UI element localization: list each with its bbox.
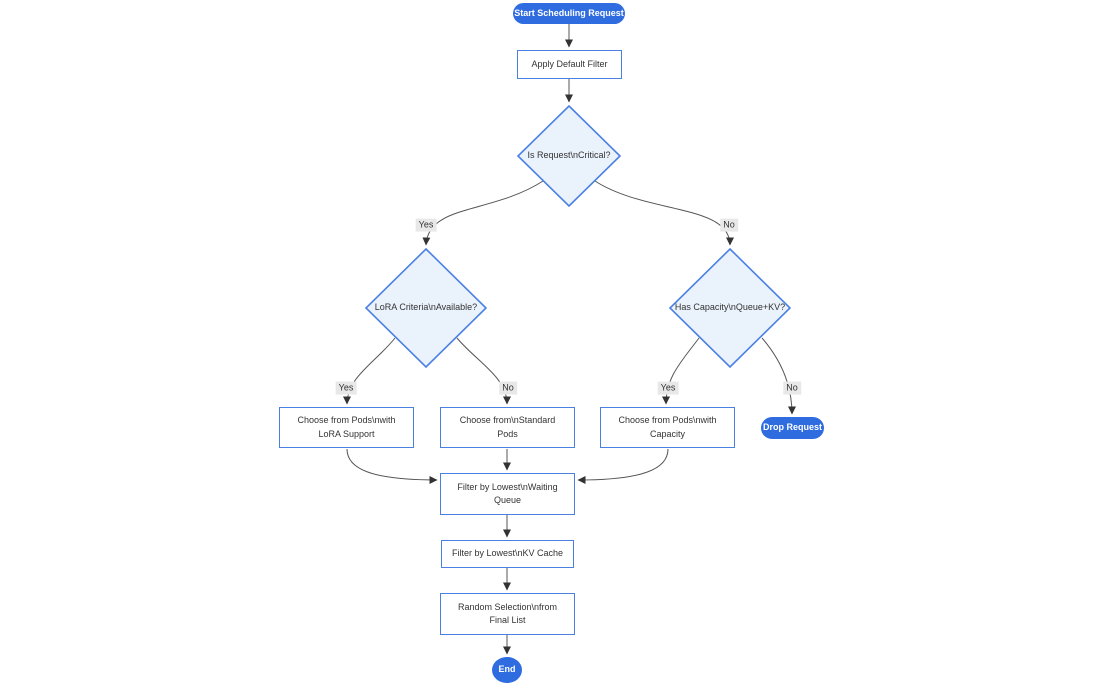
node-has-capacity-queue-kv: Has Capacity\nQueue+KV?: [669, 248, 791, 368]
edge-label-lora-yes: Yes: [335, 381, 357, 395]
node-apply-default-filter: Apply Default Filter: [517, 50, 622, 79]
node-label: Has Capacity\nQueue+KV?: [674, 302, 786, 313]
edge-capacity-no: [761, 337, 796, 415]
node-drop-request: Drop Request: [761, 417, 824, 439]
node-filter-lowest-kv-cache: Filter by Lowest\nKV Cache: [441, 540, 574, 568]
edge-label-lora-no: No: [499, 381, 517, 395]
node-choose-pods-capacity: Choose from Pods\nwith Capacity: [600, 407, 735, 448]
diamond-shape: [669, 248, 791, 368]
node-random-selection-final-list: Random Selection\nfrom Final List: [440, 593, 575, 635]
node-end: End: [492, 657, 522, 683]
node-is-request-critical: Is Request\nCritical?: [517, 105, 621, 207]
node-label: LoRA Criteria\nAvailable?: [374, 302, 478, 313]
node-choose-pods-lora-support: Choose from Pods\nwith LoRA Support: [279, 407, 414, 448]
edge-label-critical-yes: Yes: [415, 218, 437, 232]
edge-lora-to-filterwaiting: [346, 448, 438, 484]
node-label: Is Request\nCritical?: [527, 150, 611, 161]
edge-lora-yes: [343, 337, 396, 405]
edge-capacity-yes: [662, 337, 700, 405]
node-lora-criteria-available: LoRA Criteria\nAvailable?: [365, 248, 487, 368]
edge-critical-yes: [422, 180, 544, 246]
edge-label-capacity-yes: Yes: [657, 381, 679, 395]
edge-label-capacity-no: No: [783, 381, 801, 395]
diamond-shape: [365, 248, 487, 368]
edge-label-critical-no: No: [720, 218, 738, 232]
node-filter-lowest-waiting-queue: Filter by Lowest\nWaiting Queue: [440, 473, 575, 515]
node-choose-standard-pods: Choose from\nStandard Pods: [440, 407, 575, 448]
node-start: Start Scheduling Request: [513, 3, 625, 24]
edge-critical-no: [594, 180, 734, 246]
diamond-shape: [517, 105, 621, 207]
edge-lora-no: [456, 337, 511, 405]
edge-capacitypods-to-filterwaiting: [577, 448, 669, 484]
